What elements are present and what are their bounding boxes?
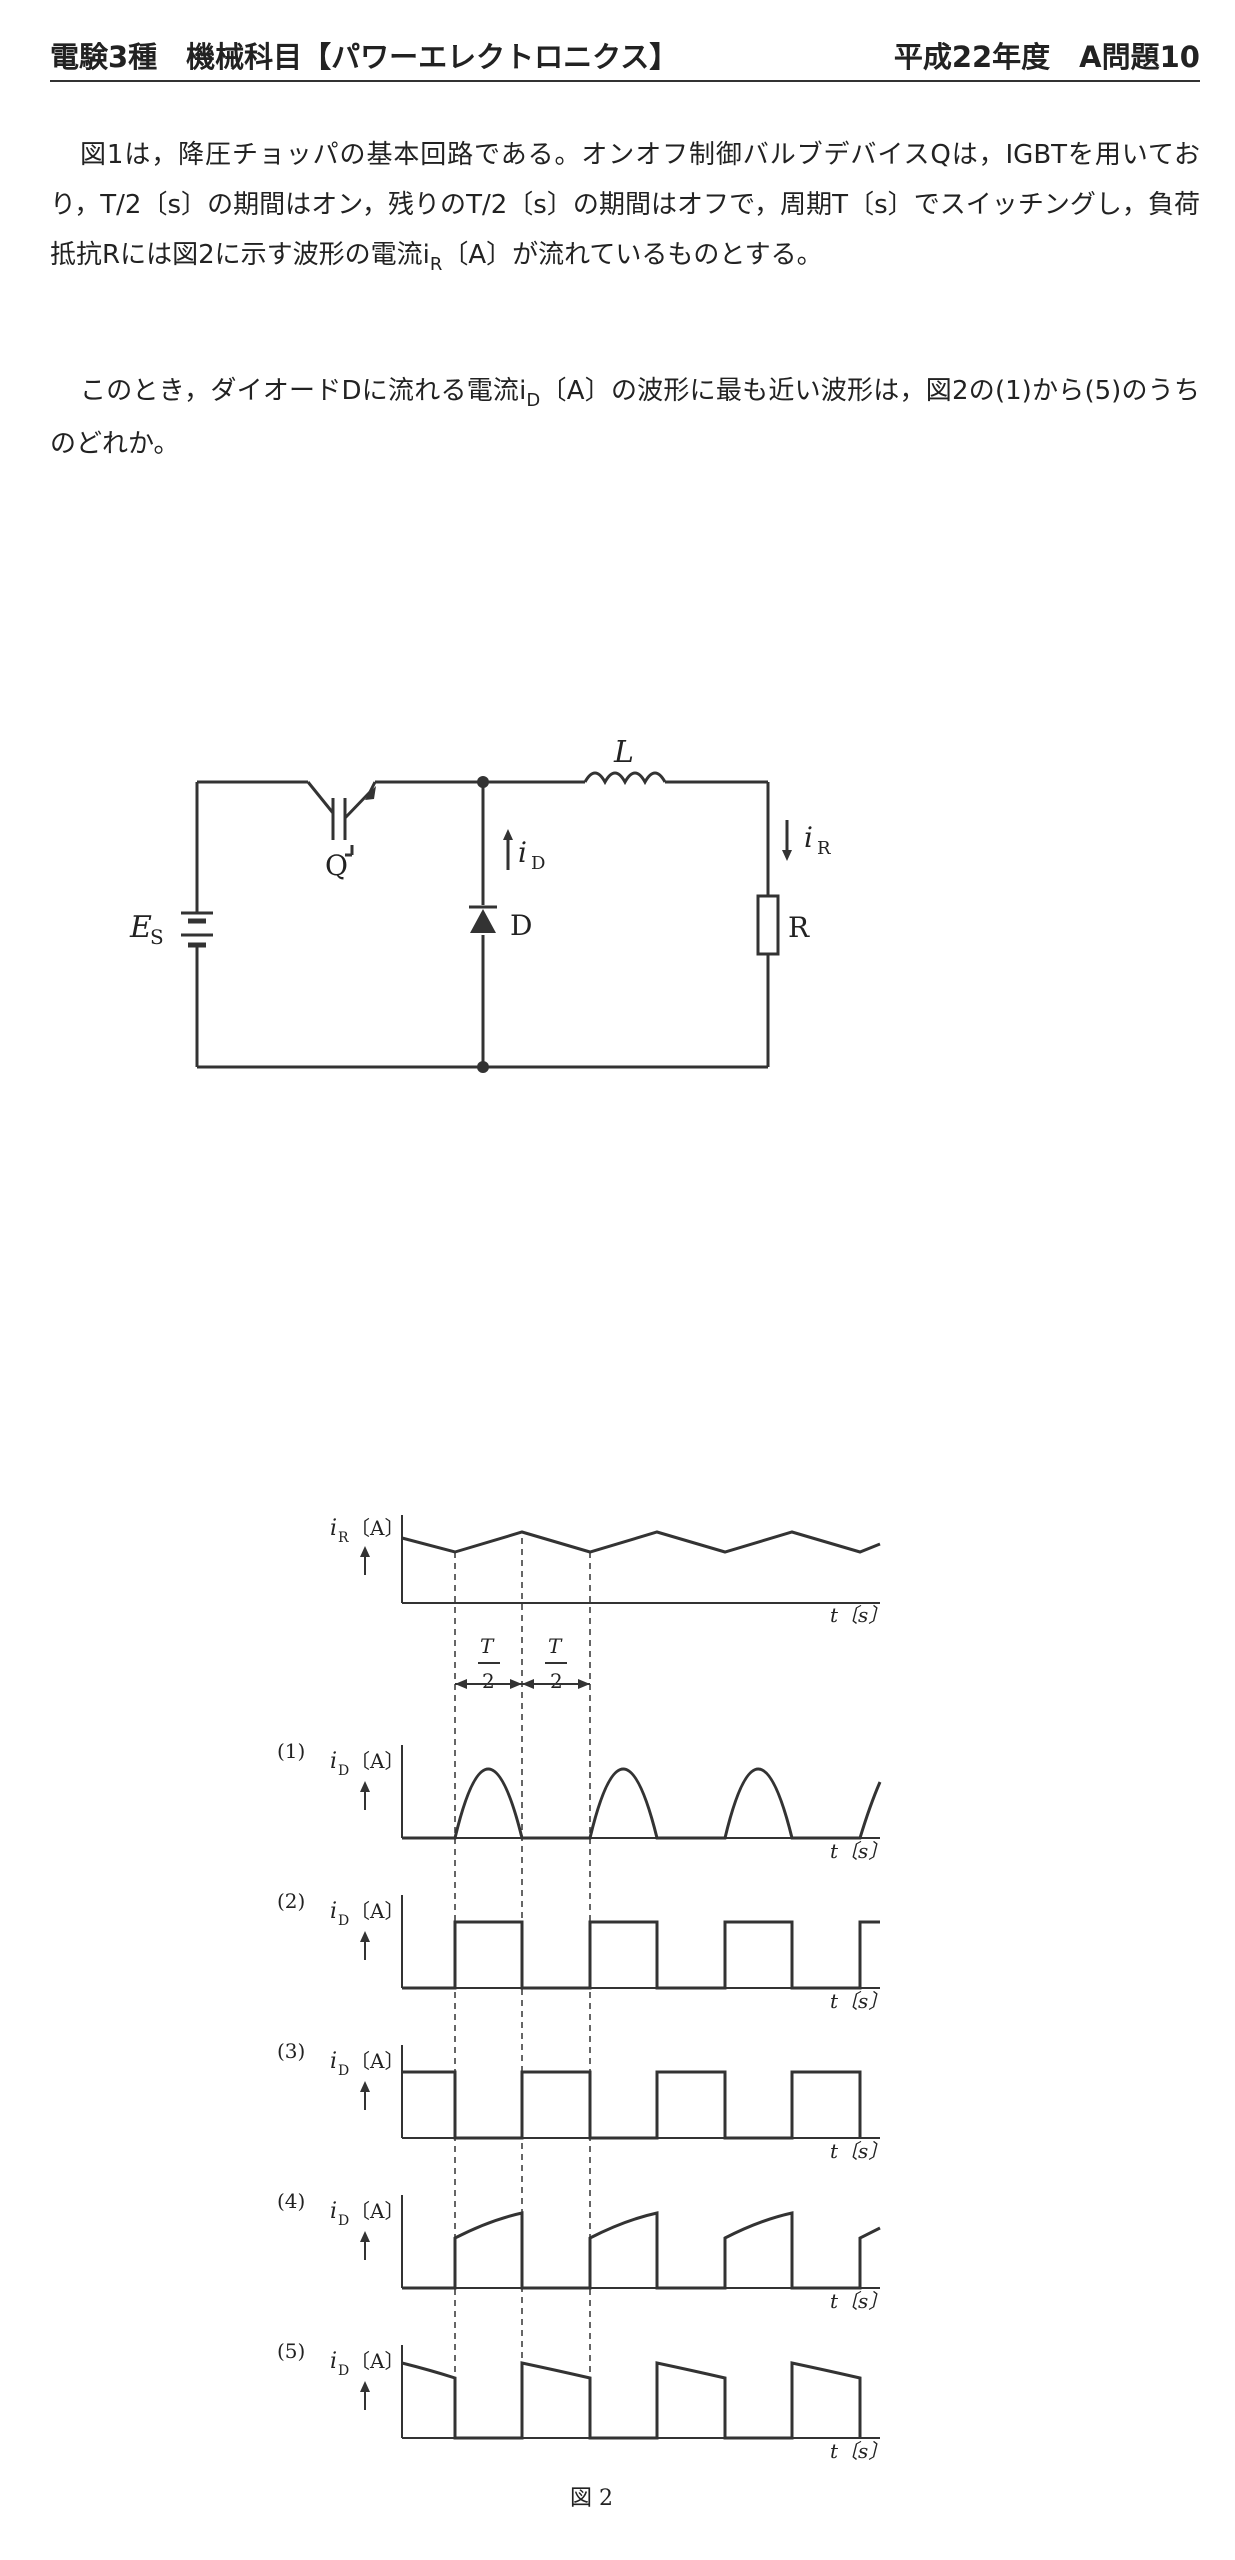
id-time-label-5: t〔s〕 — [830, 2439, 888, 2463]
diode-label: D — [510, 909, 532, 942]
option-4-label: (4) — [277, 2189, 305, 2213]
load-current-subscript: R — [817, 838, 831, 859]
id-axis-subscript-4: D — [338, 2213, 349, 2229]
header-problem-id: 平成22年度 A問題10 — [893, 40, 1200, 74]
id-time-label-1: t〔s〕 — [830, 1839, 888, 1863]
id-axis-unit-3: 〔A〕 — [350, 2049, 404, 2073]
header-subject: 電験3種 機械科目【パワーエレクトロニクス】 — [50, 40, 679, 74]
half-period-label-1: T — [480, 1634, 495, 1658]
question-text: 〔A〕が流れているものとする。 — [442, 240, 823, 270]
half-period-label-2: T — [548, 1634, 563, 1658]
diode-current-label: i — [518, 836, 527, 869]
id-axis-label-3: i — [330, 2049, 337, 2074]
subscript-r: R — [429, 254, 443, 275]
id-time-label-4: t〔s〕 — [830, 2289, 888, 2313]
question-text: このとき，ダイオードDに流れる電流i — [80, 376, 527, 406]
id-axis-subscript-2: D — [338, 1913, 349, 1929]
id-time-label-2: t〔s〕 — [830, 1989, 888, 2013]
source-subscript: S — [150, 925, 164, 949]
inductor-label: L — [613, 735, 634, 770]
id-axis-subscript-5: D — [338, 2363, 349, 2379]
waveform-figure: i R 〔A〕 t〔s〕 T 2 T 2 図 2 (1) (2) (3) (4)… — [277, 1515, 888, 2511]
id-axis-label-2: i — [330, 1899, 337, 1924]
ir-time-label: t〔s〕 — [830, 1603, 888, 1627]
resistor-label: R — [788, 911, 810, 944]
circuit-diagram: E S Q L D i D i R R — [129, 735, 831, 1073]
option-5-label: (5) — [277, 2339, 305, 2363]
ir-axis-unit: 〔A〕 — [350, 1516, 404, 1540]
option-2-label: (2) — [277, 1889, 305, 1913]
half-period-denominator-2: 2 — [550, 1669, 563, 1693]
switch-label: Q — [325, 849, 348, 882]
id-axis-unit-5: 〔A〕 — [350, 2349, 404, 2373]
figure-caption: 図 2 — [570, 2486, 613, 2511]
subscript-d: D — [526, 390, 541, 411]
page-header: 電験3種 機械科目【パワーエレクトロニクス】 平成22年度 A問題10 — [50, 34, 1200, 82]
question-text: 図1は，降圧チョッパの基本回路である。オンオフ制御バルブデバイスQは，IGBTを… — [50, 140, 1200, 270]
id-axis-subscript-3: D — [338, 2063, 349, 2079]
option-3-label: (3) — [277, 2039, 305, 2063]
question-paragraph-1: 図1は，降圧チョッパの基本回路である。オンオフ制御バルブデバイスQは，IGBTを… — [50, 130, 1200, 283]
id-axis-unit-4: 〔A〕 — [350, 2199, 404, 2223]
id-axis-unit-2: 〔A〕 — [350, 1899, 404, 1923]
id-axis-unit-1: 〔A〕 — [350, 1749, 404, 1773]
id-axis-label-5: i — [330, 2349, 337, 2374]
source-label: E — [129, 910, 152, 945]
id-time-label-3: t〔s〕 — [830, 2139, 888, 2163]
ir-axis-subscript: R — [338, 1530, 349, 1546]
question-text: 〔A〕の波形に最も近い波形は，図2の(1)から(5)のうちのどれか。 — [50, 376, 1200, 459]
id-axis-label-1: i — [330, 1749, 337, 1774]
option-1-label: (1) — [277, 1739, 305, 1763]
diode-current-subscript: D — [531, 853, 545, 874]
half-period-denominator-1: 2 — [482, 1669, 495, 1693]
load-current-label: i — [804, 821, 813, 854]
id-axis-label-4: i — [330, 2199, 337, 2224]
id-axis-subscript-1: D — [338, 1763, 349, 1779]
ir-axis-label: i — [330, 1516, 337, 1541]
question-paragraph-2: このとき，ダイオードDに流れる電流iD〔A〕の波形に最も近い波形は，図2の(1)… — [50, 366, 1200, 469]
